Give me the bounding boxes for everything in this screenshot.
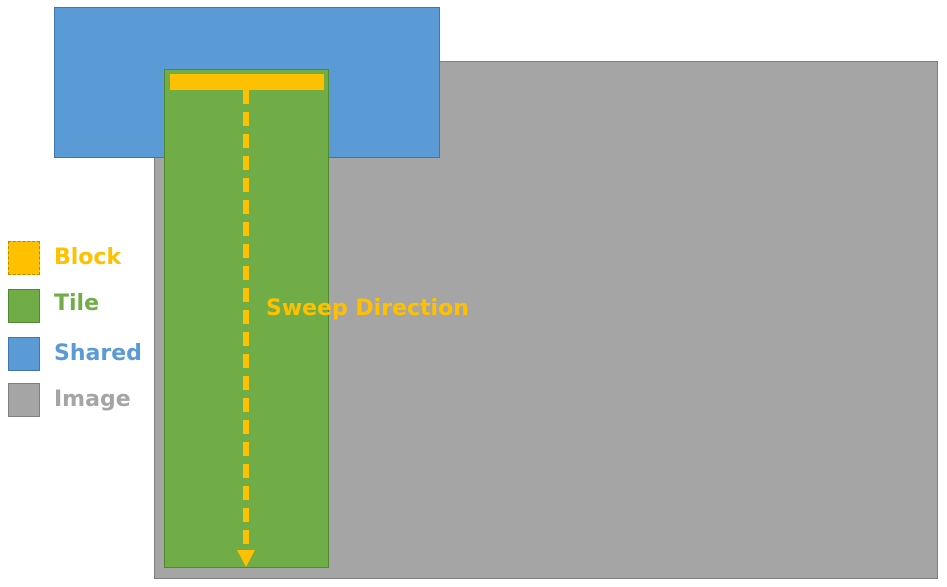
block-bar [170,74,324,90]
legend-shared-swatch [8,337,40,371]
sweep-direction-arrow-icon [237,90,255,567]
sweep-direction-label: Sweep Direction [266,296,469,321]
sweep-arrow-head [237,550,255,567]
legend-tile-label: Tile [54,291,100,316]
legend-block-label: Block [54,245,122,270]
legend-shared-label: Shared [54,341,142,366]
legend-image-label: Image [54,387,131,412]
legend-image-swatch [8,383,40,417]
legend-tile-swatch [8,289,40,323]
legend-block-swatch [8,241,40,275]
